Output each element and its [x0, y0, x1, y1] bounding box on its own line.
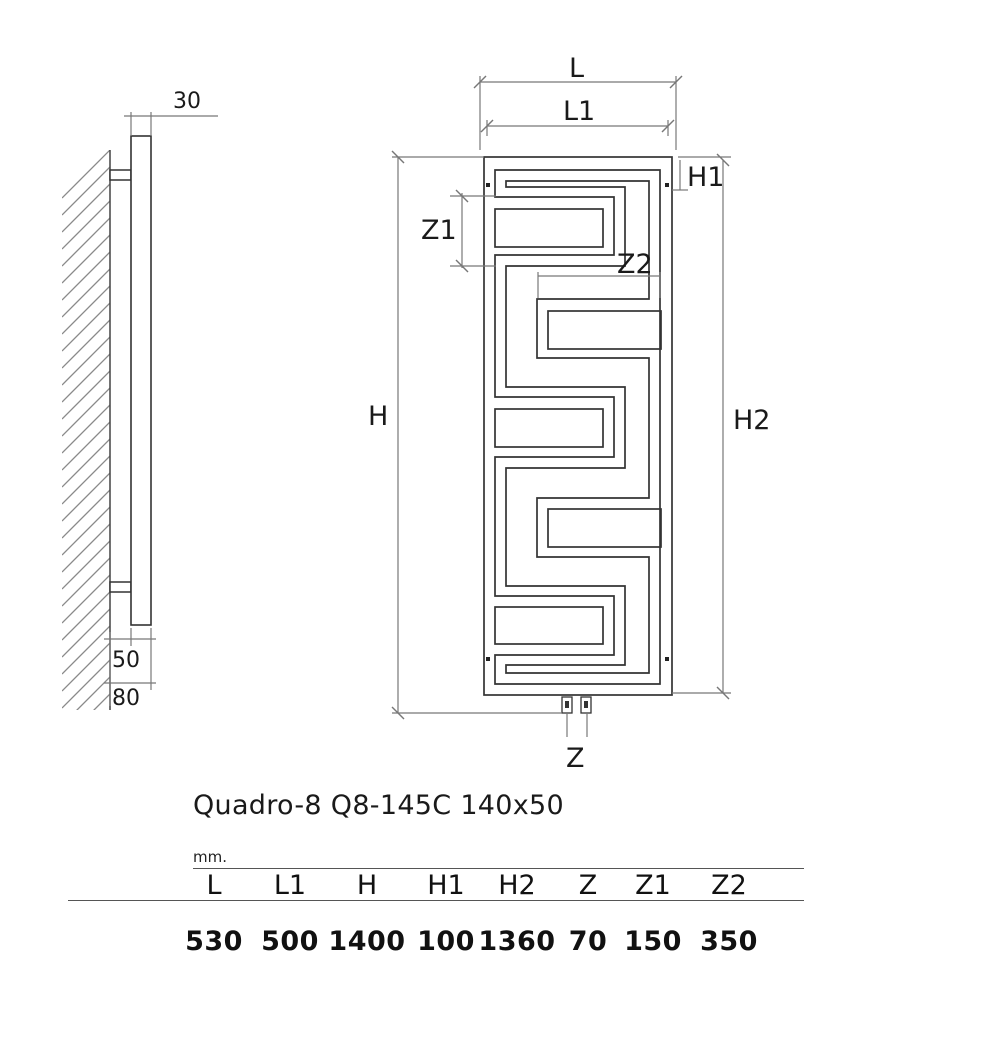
spec-header-H1: H1 [427, 870, 465, 901]
dim-label-H2: H2 [733, 405, 770, 436]
panel-slot-1 [494, 208, 604, 248]
spec-header-Z: Z [578, 870, 598, 901]
spec-value-H: 1400 [328, 926, 406, 957]
spec-header-Z1: Z1 [635, 870, 671, 901]
spec-value-H1: 100 [417, 926, 475, 957]
dim-label-L1: L1 [563, 96, 595, 127]
spec-value-H2: 1360 [478, 926, 556, 957]
radiator-outer-frame [483, 156, 673, 696]
mount-dot-top-left [486, 183, 490, 187]
table-rule-top [193, 868, 804, 869]
dim-label-Z: Z [566, 743, 585, 774]
radiator-inner-tube [505, 180, 650, 674]
units-label: mm. [193, 848, 227, 866]
spec-value-L1: 500 [261, 926, 319, 957]
panel-slot-3 [494, 408, 604, 448]
model-title: Quadro-8 Q8-145C 140x50 [193, 790, 564, 821]
spec-value-Z: 70 [568, 926, 608, 957]
dim-label-L: L [569, 53, 584, 84]
valve-connectors [561, 696, 592, 714]
wall-hatching [62, 150, 110, 710]
spec-table: L L1 H H1 H2 Z Z1 Z2 530 500 1400 100 13… [0, 868, 1000, 978]
tick-marks [391, 75, 730, 720]
front-view [483, 156, 673, 696]
spec-header-Z2: Z2 [711, 870, 747, 901]
spec-header-H2: H2 [498, 870, 536, 901]
spec-value-Z1: 150 [624, 926, 682, 957]
depth-label-30: 30 [173, 89, 201, 114]
radiator-serpentine-tube [494, 169, 661, 685]
technical-drawing: 30 50 80 [62, 53, 770, 774]
mount-dot-bottom-right [665, 657, 669, 661]
spec-header-H: H [356, 870, 378, 901]
bracket-top [109, 169, 132, 181]
panel-slot-2 [547, 310, 662, 350]
radiator-side-profile [130, 135, 152, 626]
depth-label-80: 80 [112, 686, 140, 711]
panel-slot-4 [547, 508, 662, 548]
table-rule-middle [68, 900, 804, 901]
spec-value-L: 530 [185, 926, 243, 957]
mount-dot-bottom-left [486, 657, 490, 661]
dim-label-Z2: Z2 [617, 249, 653, 280]
mount-dot-top-right [665, 183, 669, 187]
bracket-bottom [109, 581, 132, 593]
dimension-lines [392, 76, 731, 737]
spec-value-Z2: 350 [700, 926, 758, 957]
side-view: 30 50 80 [62, 89, 218, 711]
spec-header-L: L [206, 870, 222, 901]
mounting-points [486, 183, 669, 661]
dim-label-H: H [368, 401, 388, 432]
dim-label-Z1: Z1 [421, 215, 457, 246]
depth-label-50: 50 [112, 648, 140, 673]
panel-slot-5 [494, 606, 604, 645]
spec-header-L1: L1 [273, 870, 307, 901]
dim-label-H1: H1 [687, 162, 724, 193]
